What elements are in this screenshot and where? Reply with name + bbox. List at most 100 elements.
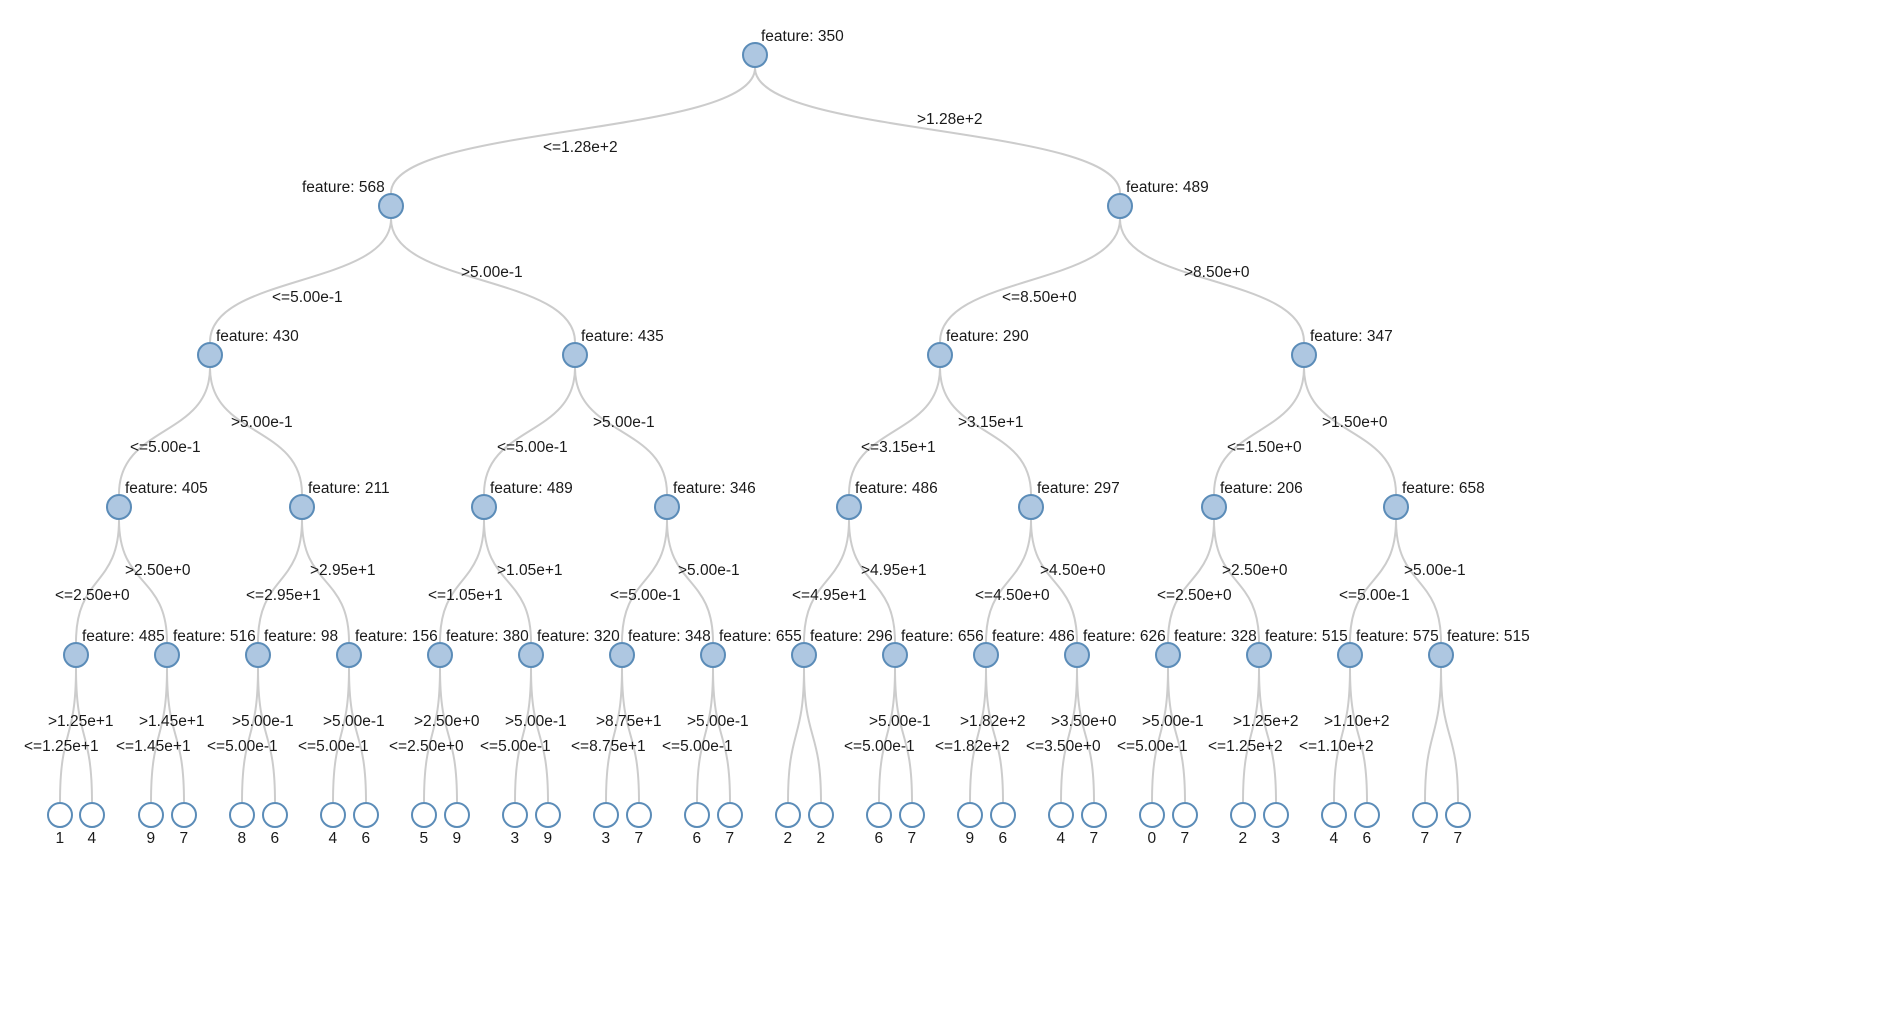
tree-node-leaf[interactable]: [47, 802, 73, 828]
edge-label: >5.00e-1: [678, 562, 740, 579]
edge-label: >2.95e+1: [310, 562, 376, 579]
tree-node-leaf[interactable]: [411, 802, 437, 828]
edge-label: <=2.50e+0: [1157, 587, 1232, 604]
tree-node-internal[interactable]: [1383, 494, 1409, 520]
node-feature-label: feature: 405: [125, 480, 208, 497]
edge-label: <=2.50e+0: [55, 587, 130, 604]
leaf-class-label: 6: [1362, 830, 1372, 847]
tree-node-leaf[interactable]: [626, 802, 652, 828]
tree-edge: [1151, 667, 1169, 803]
tree-node-internal[interactable]: [1018, 494, 1044, 520]
tree-node-leaf[interactable]: [535, 802, 561, 828]
tree-node-leaf[interactable]: [320, 802, 346, 828]
tree-node-internal[interactable]: [654, 494, 680, 520]
tree-node-internal[interactable]: [927, 342, 953, 368]
edge-label: <=1.05e+1: [428, 587, 503, 604]
tree-node-leaf[interactable]: [899, 802, 925, 828]
tree-node-internal[interactable]: [63, 642, 89, 668]
tree-node-internal[interactable]: [1155, 642, 1181, 668]
tree-node-internal[interactable]: [245, 642, 271, 668]
tree-node-internal[interactable]: [700, 642, 726, 668]
tree-node-internal[interactable]: [973, 642, 999, 668]
tree-node-leaf[interactable]: [1048, 802, 1074, 828]
tree-node-internal[interactable]: [1337, 642, 1363, 668]
tree-node-internal[interactable]: [1201, 494, 1227, 520]
tree-node-leaf[interactable]: [775, 802, 801, 828]
tree-edge: [514, 667, 532, 803]
tree-node-internal[interactable]: [742, 42, 768, 68]
tree-node-internal[interactable]: [791, 642, 817, 668]
tree-edge: [1213, 519, 1260, 643]
tree-edge: [1440, 667, 1459, 803]
tree-node-internal[interactable]: [1291, 342, 1317, 368]
tree-node-internal[interactable]: [378, 193, 404, 219]
tree-node-leaf[interactable]: [808, 802, 834, 828]
tree-node-leaf[interactable]: [1230, 802, 1256, 828]
tree-node-leaf[interactable]: [1412, 802, 1438, 828]
leaf-class-label: 7: [634, 830, 644, 847]
tree-edge: [754, 67, 1121, 194]
tree-node-leaf[interactable]: [444, 802, 470, 828]
tree-node-internal[interactable]: [471, 494, 497, 520]
tree-node-leaf[interactable]: [1321, 802, 1347, 828]
tree-edge: [257, 667, 276, 803]
node-feature-label: feature: 347: [1310, 328, 1393, 345]
tree-node-leaf[interactable]: [1263, 802, 1289, 828]
tree-edge: [1395, 519, 1442, 643]
edge-label: >5.00e-1: [1142, 713, 1204, 730]
edge-label: >5.00e-1: [869, 713, 931, 730]
tree-node-leaf[interactable]: [138, 802, 164, 828]
tree-node-leaf[interactable]: [353, 802, 379, 828]
node-feature-label: feature: 658: [1402, 480, 1485, 497]
node-feature-label: feature: 98: [264, 628, 339, 645]
tree-node-internal[interactable]: [1246, 642, 1272, 668]
tree-node-leaf[interactable]: [957, 802, 983, 828]
tree-edge: [848, 519, 896, 643]
tree-node-leaf[interactable]: [990, 802, 1016, 828]
tree-edge: [118, 367, 211, 495]
tree-node-internal[interactable]: [289, 494, 315, 520]
tree-node-leaf[interactable]: [684, 802, 710, 828]
tree-node-leaf[interactable]: [79, 802, 105, 828]
leaf-class-label: 2: [1238, 830, 1248, 847]
tree-node-internal[interactable]: [197, 342, 223, 368]
tree-node-internal[interactable]: [882, 642, 908, 668]
tree-node-internal[interactable]: [836, 494, 862, 520]
tree-node-leaf[interactable]: [1172, 802, 1198, 828]
tree-node-leaf[interactable]: [229, 802, 255, 828]
tree-edge: [1424, 667, 1442, 803]
tree-edge: [75, 667, 93, 803]
tree-node-leaf[interactable]: [262, 802, 288, 828]
tree-node-internal[interactable]: [1107, 193, 1133, 219]
edge-label: <=5.00e-1: [207, 738, 278, 755]
tree-node-internal[interactable]: [336, 642, 362, 668]
leaf-class-label: 0: [1147, 830, 1157, 847]
tree-node-leaf[interactable]: [171, 802, 197, 828]
tree-edge: [439, 667, 458, 803]
edge-label: >3.50e+0: [1051, 713, 1117, 730]
edge-label: >1.05e+1: [497, 562, 563, 579]
tree-node-internal[interactable]: [427, 642, 453, 668]
tree-node-leaf[interactable]: [1445, 802, 1471, 828]
tree-node-internal[interactable]: [609, 642, 635, 668]
tree-node-leaf[interactable]: [1081, 802, 1107, 828]
tree-node-leaf[interactable]: [1354, 802, 1380, 828]
tree-node-internal[interactable]: [1428, 642, 1454, 668]
tree-node-leaf[interactable]: [866, 802, 892, 828]
node-feature-label: feature: 430: [216, 328, 299, 345]
tree-node-internal[interactable]: [518, 642, 544, 668]
tree-node-internal[interactable]: [1064, 642, 1090, 668]
tree-edge: [483, 367, 576, 495]
node-feature-label: feature: 489: [490, 480, 573, 497]
edge-label: <=2.50e+0: [389, 738, 464, 755]
edge-label: <=3.15e+1: [861, 439, 936, 456]
tree-node-leaf[interactable]: [502, 802, 528, 828]
tree-node-internal[interactable]: [562, 342, 588, 368]
tree-node-leaf[interactable]: [717, 802, 743, 828]
tree-node-leaf[interactable]: [593, 802, 619, 828]
tree-node-internal[interactable]: [106, 494, 132, 520]
leaf-class-label: 9: [543, 830, 553, 847]
tree-node-internal[interactable]: [154, 642, 180, 668]
tree-node-leaf[interactable]: [1139, 802, 1165, 828]
tree-edge: [696, 667, 714, 803]
